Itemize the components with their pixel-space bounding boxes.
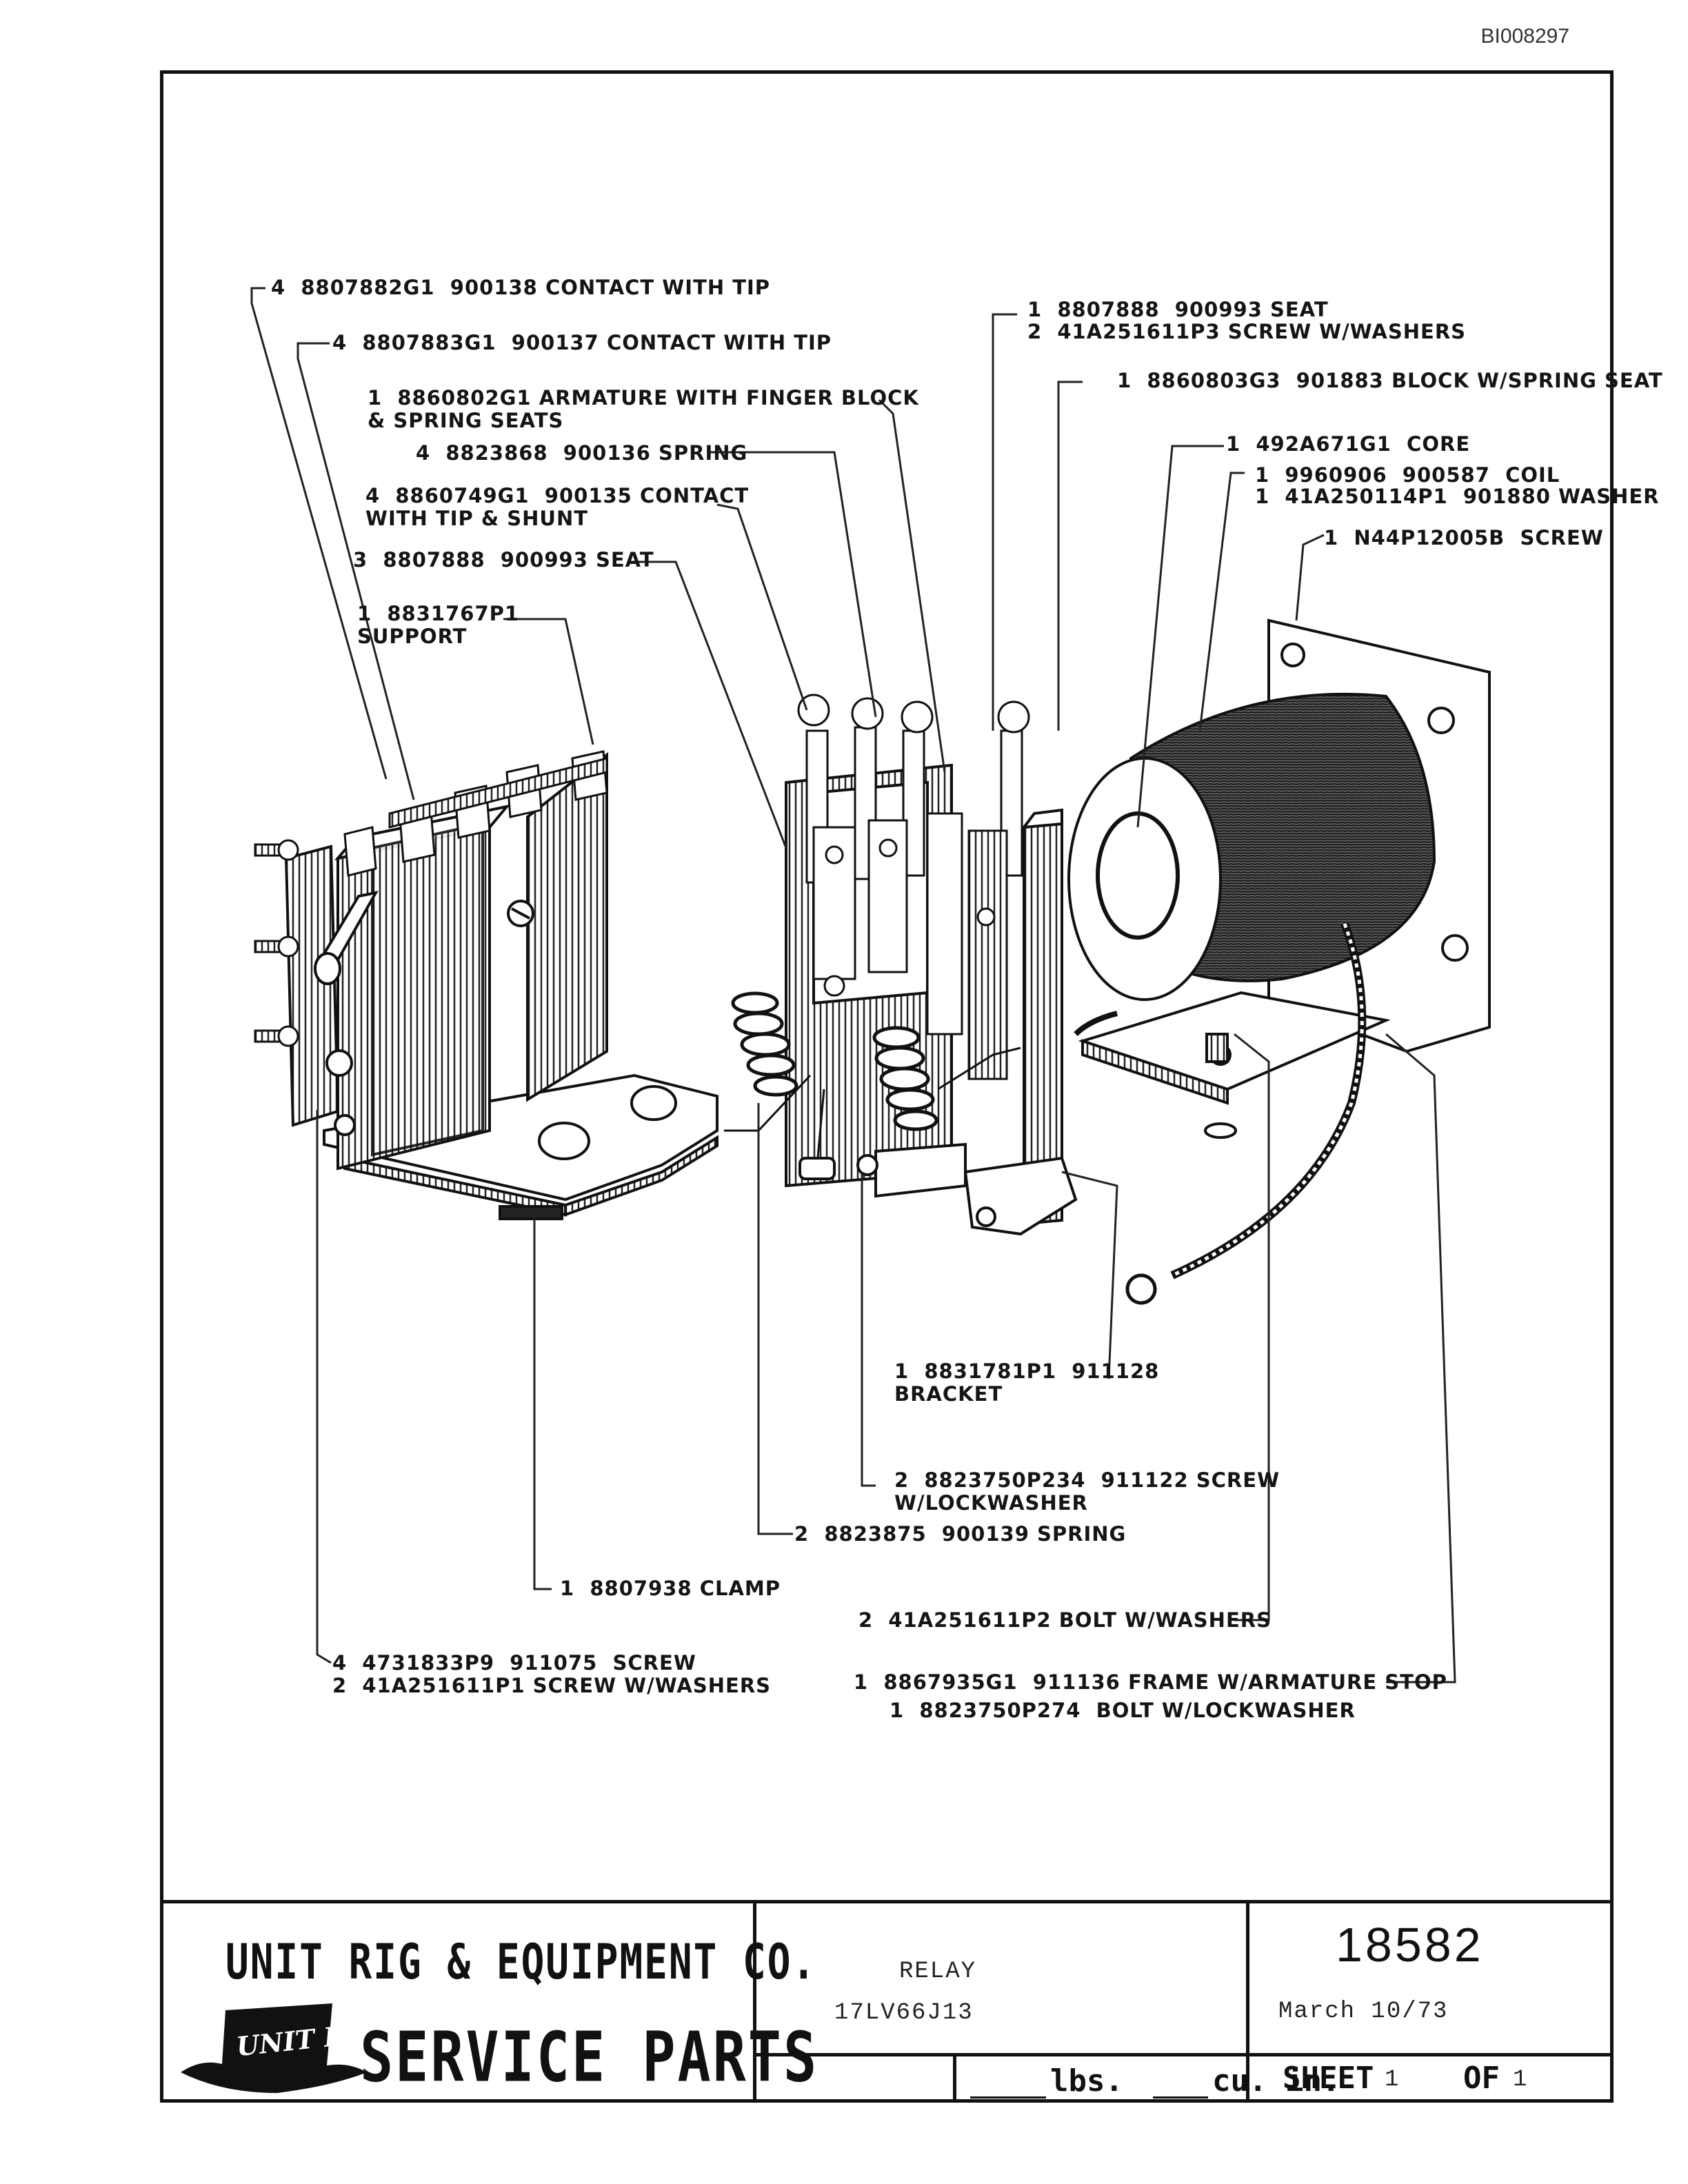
- leader-lines: [250, 287, 1456, 1684]
- sheet-total: 1: [1513, 2067, 1529, 2093]
- unit-rig-logo-icon: UNIT RIG: [181, 2003, 374, 2093]
- callout-screw-4731833: 4 4731833P9 911075 SCREW: [332, 1651, 696, 1675]
- callout-core: 1 492A671G1 CORE: [1226, 432, 1471, 456]
- armature-block: [724, 694, 1078, 1236]
- sheet-number: 1: [1385, 2067, 1400, 2093]
- service-parts-title: SERVICE PARTS: [360, 2017, 819, 2098]
- callout-contact-shunt-cont: WITH TIP & SHUNT: [365, 507, 588, 530]
- company-name: UNIT RIG & EQUIPMENT CO.: [225, 1934, 817, 1991]
- callout-screw-p3: 2 41A251611P3 SCREW W/WASHERS: [1027, 320, 1467, 343]
- callout-support-cont: SUPPORT: [357, 625, 468, 648]
- part-description: RELAY: [899, 1959, 977, 1985]
- callout-seat-1: 1 8807888 900993 SEAT: [1027, 298, 1329, 321]
- support-assembly: [254, 750, 719, 1220]
- issue-date: March 10/73: [1278, 1999, 1449, 2025]
- weight-field: lbs.: [970, 2063, 1123, 2099]
- callout-spring-900139: 2 8823875 900139 SPRING: [794, 1522, 1127, 1546]
- callout-bolt-washers: 2 41A251611P2 BOLT W/WASHERS: [858, 1608, 1272, 1632]
- of-label: OF: [1463, 2061, 1500, 2096]
- callout-coil: 1 9960906 900587 COIL: [1255, 463, 1560, 487]
- callout-clamp: 1 8807938 CLAMP: [560, 1577, 781, 1600]
- callout-bracket: 1 8831781P1 911128: [894, 1359, 1160, 1383]
- callout-frame-armature-stop: 1 8867935G1 911136 FRAME W/ARMATURE STOP: [854, 1670, 1447, 1694]
- callout-seat-3: 3 8807888 900993 SEAT: [353, 548, 654, 572]
- callout-contact-with-tip-883: 4 8807883G1 900137 CONTACT WITH TIP: [332, 331, 832, 354]
- document-id: BI008297: [1480, 25, 1569, 48]
- callout-contact-shunt: 4 8860749G1 900135 CONTACT: [365, 484, 750, 507]
- sheet-label: SHEET: [1283, 2061, 1374, 2096]
- model-number: 17LV66J13: [834, 2000, 974, 2026]
- title-block: UNIT RIG & EQUIPMENT CO. UNIT RIG SERVIC…: [160, 1900, 1614, 2103]
- coil-frame-assembly: [1067, 618, 1491, 1305]
- callout-bracket-cont: BRACKET: [894, 1382, 1003, 1406]
- callout-armature: 1 8860802G1 ARMATURE WITH FINGER BLOCK: [368, 386, 919, 410]
- callout-contact-with-tip-882: 4 8807882G1 900138 CONTACT WITH TIP: [271, 276, 771, 299]
- callout-block-spring-seat: 1 8860803G3 901883 BLOCK W/SPRING SEAT: [1117, 369, 1663, 392]
- callout-bolt-lockwasher: 1 8823750P274 BOLT W/LOCKWASHER: [890, 1699, 1356, 1722]
- part-number: 18582: [1336, 1918, 1484, 1972]
- drawing-border: [160, 70, 1614, 2103]
- callout-support: 1 8831767P1: [357, 602, 520, 625]
- callout-spring-900136: 4 8823868 900136 SPRING: [416, 441, 748, 465]
- callout-screw-lockwasher-cont: W/LOCKWASHER: [894, 1491, 1088, 1515]
- volume-field: cu. in.: [1153, 2063, 1340, 2099]
- callout-washer: 1 41A250114P1 901880 WASHER: [1255, 485, 1660, 508]
- callout-screw-p1: 2 41A251611P1 SCREW W/WASHERS: [332, 1674, 772, 1697]
- callout-screw-n44: 1 N44P12005B SCREW: [1324, 526, 1604, 549]
- callout-screw-lockwasher: 2 8823750P234 911122 SCREW: [894, 1468, 1280, 1492]
- callout-armature-cont: & SPRING SEATS: [368, 409, 564, 432]
